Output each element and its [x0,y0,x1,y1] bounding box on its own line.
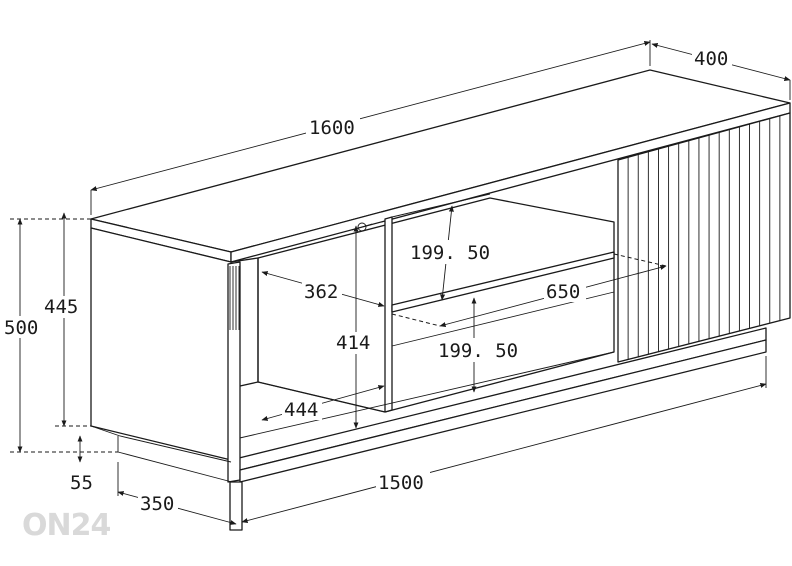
dim-upper-shelf-height: 199. 50 [410,242,490,264]
dim-total-length: 1600 [309,117,355,139]
dim-base-length: 1500 [378,472,424,494]
dim-shelf-width: 650 [546,281,580,303]
dim-body-height: 445 [44,296,78,318]
left-side-panel [90,227,232,461]
cabinet-body [90,69,791,531]
dimension-lines [10,40,791,525]
dim-compartment-depth: 444 [284,399,318,421]
open-door-flutes [229,266,240,330]
vertical-divider [384,216,393,413]
dim-lower-shelf-height: 199. 50 [438,340,518,362]
dim-total-height: 500 [4,317,38,339]
dim-depth: 400 [694,48,728,70]
brand-watermark: ON24 [22,508,111,543]
dimension-labels: 1600 400 500 445 55 350 1500 362 414 444… [4,48,732,515]
dim-leg-height: 55 [70,472,93,494]
dim-compartment-width: 362 [304,281,338,303]
dim-leg-depth: 350 [140,493,174,515]
dim-compartment-height: 414 [336,332,370,354]
